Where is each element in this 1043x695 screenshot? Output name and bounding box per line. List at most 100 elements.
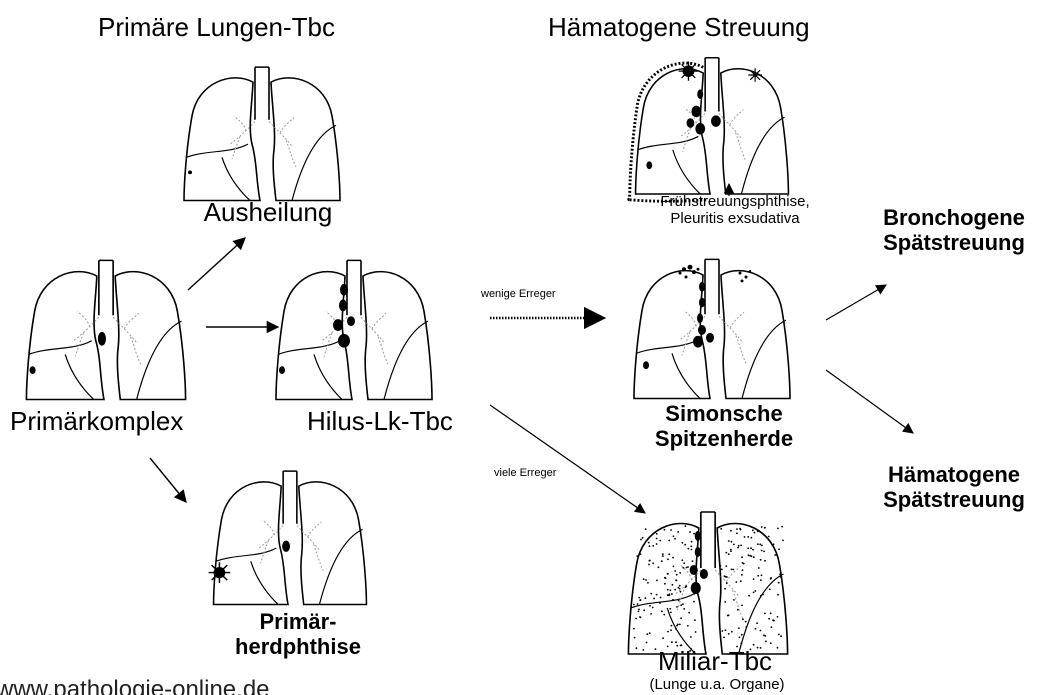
miliary-nodule bbox=[669, 608, 671, 610]
miliary-nodule bbox=[671, 641, 673, 643]
heading-hematogenous-spread: Hämatogene Streuung bbox=[548, 13, 810, 43]
miliary-nodule bbox=[647, 582, 649, 584]
miliary-nodule bbox=[634, 637, 636, 639]
miliary-nodule bbox=[649, 632, 651, 634]
miliary-nodule bbox=[655, 648, 657, 650]
miliary-nodule bbox=[673, 535, 675, 537]
miliary-nodule bbox=[777, 528, 779, 530]
miliary-nodule bbox=[742, 618, 744, 620]
miliary-nodule bbox=[744, 536, 746, 538]
miliary-nodule bbox=[659, 602, 661, 604]
miliary-nodule bbox=[643, 609, 645, 611]
label-early-spread: Frühstreuungsphthise, Pleuritis exsudati… bbox=[660, 193, 809, 228]
label-line-2: herdphthise bbox=[235, 634, 361, 659]
lung-miliary bbox=[628, 512, 787, 654]
heading-primary-lung-tbc: Primäre Lungen-Tbc bbox=[98, 13, 335, 43]
miliary-nodule bbox=[687, 625, 689, 627]
miliary-nodule bbox=[731, 569, 733, 571]
miliary-nodule bbox=[680, 604, 682, 606]
miliary-nodule bbox=[640, 539, 642, 541]
miliary-nodule bbox=[692, 560, 694, 562]
miliary-nodule bbox=[768, 536, 770, 538]
miliary-nodule bbox=[747, 536, 749, 538]
miliary-nodule bbox=[694, 619, 696, 621]
miliary-nodule bbox=[659, 540, 661, 542]
miliary-nodule bbox=[731, 631, 733, 633]
miliary-nodule bbox=[726, 582, 728, 584]
miliary-nodule bbox=[648, 542, 650, 544]
miliary-nodule bbox=[693, 533, 695, 535]
label-primary-complex: Primärkomplex bbox=[10, 407, 183, 437]
miliary-nodule bbox=[675, 628, 677, 630]
miliary-nodule bbox=[738, 545, 740, 547]
miliary-nodule bbox=[780, 576, 782, 578]
lung-hilar-lymph-node bbox=[276, 260, 432, 399]
miliary-nodule bbox=[662, 637, 664, 639]
miliary-nodule bbox=[770, 626, 772, 628]
miliary-nodule bbox=[760, 579, 762, 581]
miliary-nodule bbox=[681, 542, 683, 544]
miliary-nodule bbox=[679, 572, 681, 574]
miliary-nodule bbox=[765, 641, 767, 643]
miliary-nodule bbox=[719, 565, 721, 567]
miliary-nodule bbox=[764, 635, 766, 637]
miliary-nodule bbox=[633, 628, 635, 630]
miliary-nodule bbox=[674, 570, 676, 572]
miliary-nodule bbox=[778, 548, 780, 550]
miliary-nodule bbox=[664, 583, 666, 585]
miliary-nodule bbox=[757, 543, 759, 545]
miliary-nodule bbox=[667, 631, 669, 633]
miliary-nodule bbox=[683, 562, 685, 564]
miliary-nodule bbox=[772, 619, 774, 621]
miliary-nodule bbox=[770, 642, 772, 644]
miliary-nodule bbox=[738, 627, 740, 629]
miliary-nodule bbox=[669, 589, 671, 591]
miliary-nodule bbox=[770, 612, 772, 614]
miliary-nodule bbox=[672, 557, 674, 559]
miliary-nodule bbox=[690, 545, 692, 547]
miliary-nodule bbox=[685, 585, 687, 587]
label-miliary-tbc: Miliar-Tbc bbox=[658, 647, 772, 677]
miliary-nodule bbox=[725, 565, 727, 567]
miliary-nodule bbox=[745, 621, 747, 623]
miliary-nodule bbox=[642, 649, 644, 651]
miliary-nodule bbox=[752, 530, 754, 532]
miliary-nodule bbox=[678, 600, 680, 602]
miliary-nodule bbox=[679, 624, 681, 626]
miliary-nodule bbox=[741, 642, 743, 644]
miliary-nodule bbox=[741, 605, 743, 607]
miliary-nodule bbox=[656, 533, 658, 535]
miliary-nodule bbox=[661, 610, 663, 612]
miliary-nodule bbox=[663, 614, 665, 616]
miliary-nodule bbox=[680, 591, 682, 593]
miliary-nodule bbox=[658, 566, 660, 568]
miliary-nodule bbox=[693, 601, 695, 603]
miliary-nodule bbox=[662, 553, 664, 555]
label-simon-apical-foci: Simonsche Spitzenherde bbox=[655, 401, 793, 452]
miliary-nodule bbox=[769, 588, 771, 590]
miliary-nodule bbox=[676, 625, 678, 627]
miliary-nodule bbox=[759, 544, 761, 546]
miliary-nodule bbox=[667, 558, 669, 560]
miliary-nodule bbox=[689, 531, 691, 533]
label-primary-focus-phthisis: Primär- herdphthise bbox=[235, 609, 361, 660]
miliary-nodule bbox=[753, 556, 755, 558]
miliary-nodule bbox=[636, 555, 638, 557]
miliary-nodule bbox=[671, 584, 673, 586]
miliary-nodule bbox=[754, 590, 756, 592]
miliary-nodule bbox=[740, 529, 742, 531]
arrow-to-hematogenous-late bbox=[826, 370, 913, 433]
miliary-nodule bbox=[756, 622, 758, 624]
miliary-nodule bbox=[645, 528, 647, 530]
miliary-nodule bbox=[671, 625, 673, 627]
miliary-nodule bbox=[687, 548, 689, 550]
miliary-nodule bbox=[750, 547, 752, 549]
miliary-nodule bbox=[778, 582, 780, 584]
miliary-nodule bbox=[691, 549, 693, 551]
miliary-nodule bbox=[780, 635, 782, 637]
miliary-nodule bbox=[720, 528, 722, 530]
miliary-nodule bbox=[637, 603, 639, 605]
miliary-nodule bbox=[740, 545, 742, 547]
